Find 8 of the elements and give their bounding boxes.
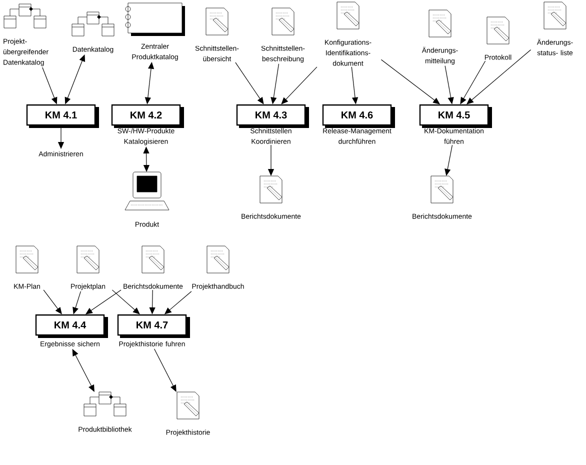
arrow [466,49,532,104]
arrow [43,290,62,314]
arrow [112,290,140,314]
arrow [460,60,486,104]
arrow [281,66,318,104]
arrow [444,144,453,176]
arrow [154,348,176,392]
arrow [235,62,264,104]
